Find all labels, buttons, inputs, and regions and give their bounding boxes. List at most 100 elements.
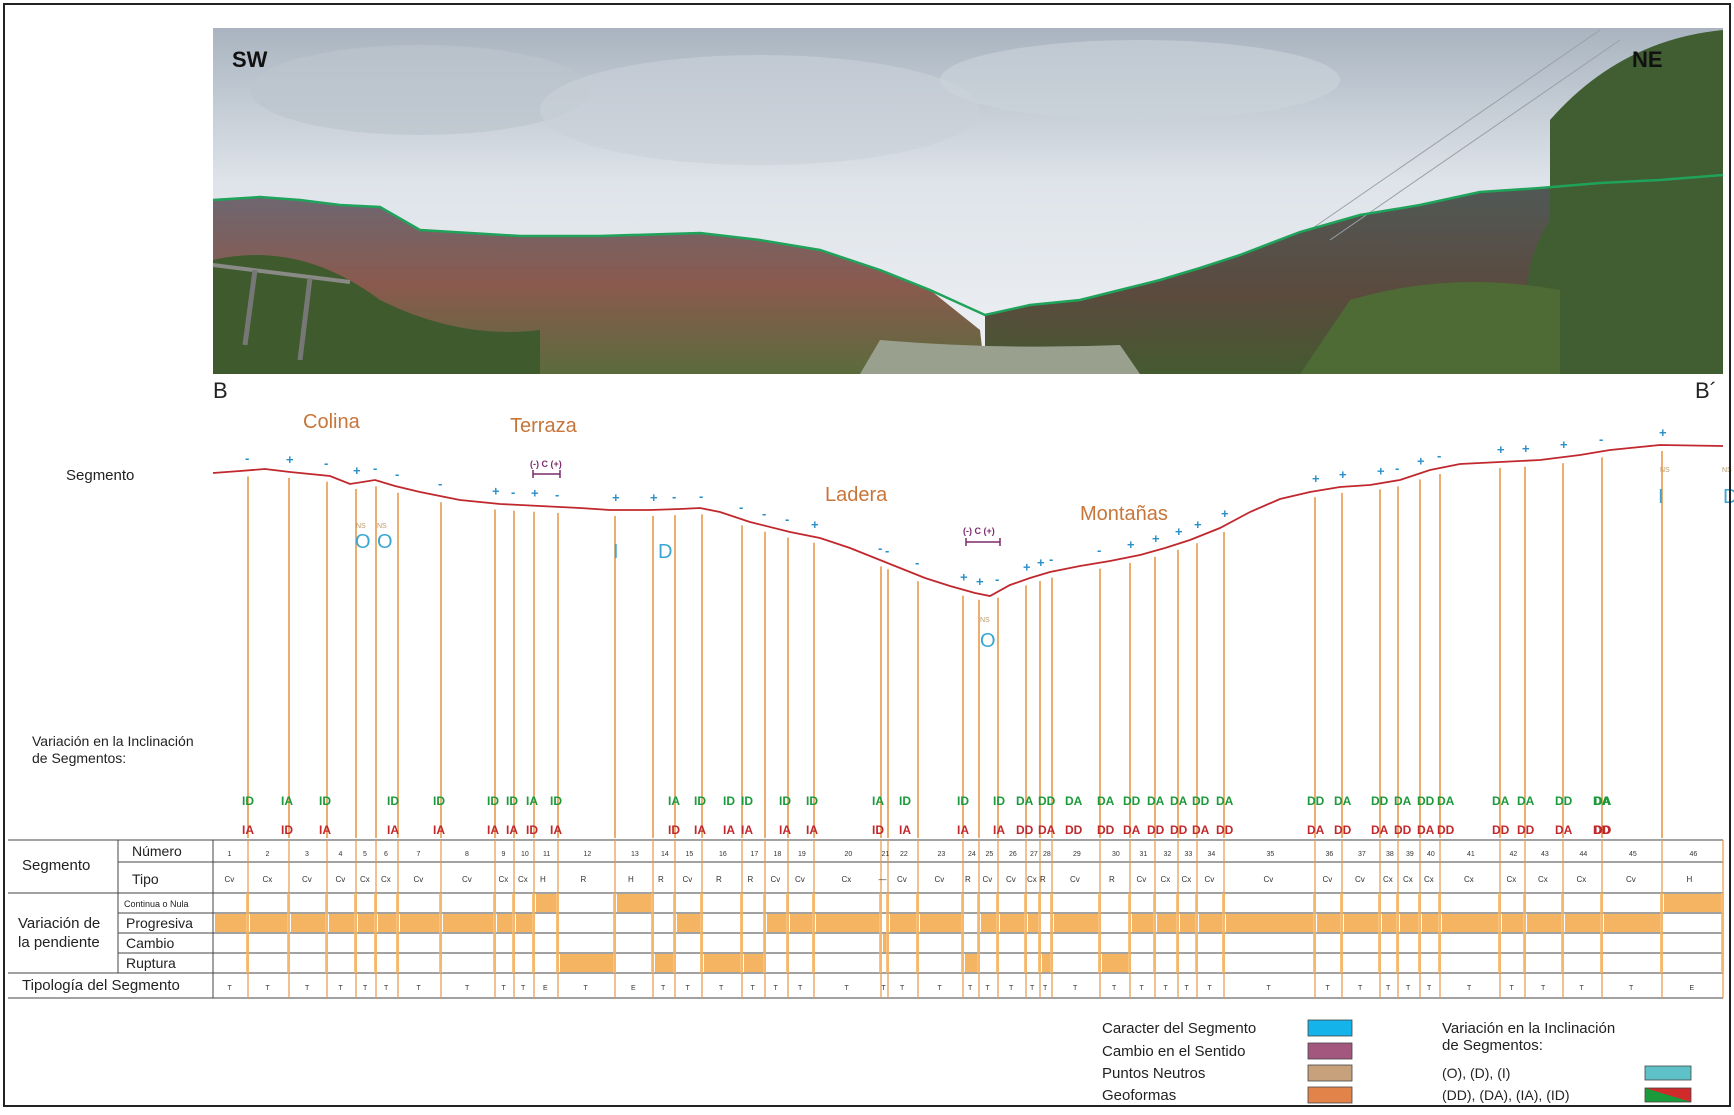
segment-number: 6 bbox=[384, 851, 388, 858]
segment-type: Cx bbox=[1403, 875, 1413, 884]
landscape-photo: SW NE bbox=[212, 28, 1724, 374]
slope-sign: + bbox=[1221, 506, 1229, 521]
segment-type: Cx bbox=[518, 875, 528, 884]
segment-type: Cv bbox=[1137, 875, 1147, 884]
variation-fill bbox=[516, 914, 532, 932]
slope-sign: - bbox=[373, 460, 377, 475]
variation-fill bbox=[617, 894, 651, 912]
variation-fill bbox=[400, 914, 439, 932]
slope-sign: - bbox=[324, 456, 328, 471]
character-mark: O bbox=[980, 630, 996, 652]
segment-type: Cv bbox=[414, 875, 424, 884]
variation-connector bbox=[977, 893, 980, 973]
red-code: DA bbox=[1038, 823, 1056, 837]
variation-fill bbox=[1527, 914, 1561, 932]
direction-ne: NE bbox=[1632, 47, 1663, 72]
segment-typology: T bbox=[661, 985, 666, 992]
segment-number: 29 bbox=[1073, 851, 1081, 858]
variation-connector bbox=[1024, 893, 1027, 973]
segment-typology: T bbox=[417, 985, 422, 992]
segment-typology: T bbox=[1208, 985, 1213, 992]
variation-connector bbox=[287, 893, 290, 973]
slope-sign: + bbox=[1194, 517, 1202, 532]
red-code: IA bbox=[319, 823, 331, 837]
segment-number: 34 bbox=[1208, 851, 1216, 858]
green-code: IA bbox=[668, 794, 680, 808]
slope-sign: + bbox=[531, 486, 539, 501]
segment-number: 40 bbox=[1427, 851, 1435, 858]
red-code: DA bbox=[1123, 823, 1141, 837]
red-code: IA bbox=[723, 823, 735, 837]
segment-typology: T bbox=[266, 985, 271, 992]
profile-line bbox=[212, 444, 1724, 597]
profile-start-label: B bbox=[213, 378, 228, 403]
variation-fill bbox=[329, 914, 354, 932]
segment-number: 28 bbox=[1043, 851, 1051, 858]
segment-typology: T bbox=[1427, 985, 1432, 992]
green-code: DA bbox=[1492, 794, 1510, 808]
variation-fill bbox=[1382, 914, 1396, 932]
red-code: DD bbox=[1492, 823, 1510, 837]
segment-type: Cx bbox=[360, 875, 370, 884]
slope-sign: + bbox=[1377, 463, 1385, 478]
segment-typology: T bbox=[1629, 985, 1634, 992]
green-code: DD bbox=[1038, 794, 1056, 808]
segment-typology: T bbox=[1073, 985, 1078, 992]
variation-connector bbox=[1378, 893, 1381, 973]
variation-connector bbox=[916, 893, 919, 973]
segment-type: Cx bbox=[1383, 875, 1393, 884]
variation-connector bbox=[1222, 893, 1225, 973]
legend: Caracter del Segmento Cambio en el Senti… bbox=[1102, 1019, 1692, 1104]
character-mark: I bbox=[1658, 486, 1664, 508]
variation-fill bbox=[655, 954, 673, 972]
red-code: DA bbox=[1555, 823, 1573, 837]
slope-sign: + bbox=[1175, 524, 1183, 539]
slope-sign: + bbox=[960, 570, 968, 585]
segment-typology: T bbox=[584, 985, 589, 992]
red-code: DD bbox=[1394, 823, 1412, 837]
variation-connector bbox=[512, 893, 515, 973]
variation-fill bbox=[250, 914, 287, 932]
segment-type: R bbox=[1040, 875, 1046, 884]
variation-connector bbox=[651, 893, 654, 973]
variation-fill bbox=[1180, 914, 1195, 932]
green-code: DD bbox=[1192, 794, 1210, 808]
segment-typology: T bbox=[1386, 985, 1391, 992]
green-code: DA bbox=[1437, 794, 1455, 808]
variation-fill bbox=[358, 914, 374, 932]
green-code: ID bbox=[806, 794, 818, 808]
segment-typology: T bbox=[686, 985, 691, 992]
variation-fill bbox=[1199, 914, 1222, 932]
variation-connector bbox=[396, 893, 399, 973]
segment-type: R bbox=[658, 875, 664, 884]
variation-fill bbox=[1442, 914, 1498, 932]
slope-sign: + bbox=[811, 517, 819, 532]
cambio-label: (-) C (+) bbox=[963, 526, 995, 536]
variation-fill bbox=[1157, 914, 1176, 932]
slope-sign: - bbox=[739, 499, 743, 514]
red-code: IA bbox=[957, 823, 969, 837]
red-code: IA bbox=[506, 823, 518, 837]
red-code: IA bbox=[242, 823, 254, 837]
segment-number: 31 bbox=[1140, 851, 1148, 858]
variation-connector bbox=[246, 893, 249, 973]
segment-number: 33 bbox=[1185, 851, 1193, 858]
segment-typology: T bbox=[521, 985, 526, 992]
green-code: DA bbox=[1147, 794, 1165, 808]
variation-connector bbox=[673, 893, 676, 973]
cambio-label: (-) C (+) bbox=[530, 459, 562, 469]
segment-number: 43 bbox=[1541, 851, 1549, 858]
variation-connector bbox=[1050, 893, 1053, 973]
segment-typology: T bbox=[882, 985, 887, 992]
slope-sign: + bbox=[1560, 437, 1568, 452]
variation-fill bbox=[883, 934, 886, 952]
table-segmento-label: Segmento bbox=[22, 857, 90, 874]
segment-typology: T bbox=[986, 985, 991, 992]
variation-fill bbox=[215, 914, 246, 932]
segment-number: 41 bbox=[1467, 851, 1475, 858]
green-code: DA bbox=[1016, 794, 1034, 808]
segment-typology: T bbox=[502, 985, 507, 992]
red-code: IA bbox=[993, 823, 1005, 837]
variation-connector bbox=[786, 893, 789, 973]
